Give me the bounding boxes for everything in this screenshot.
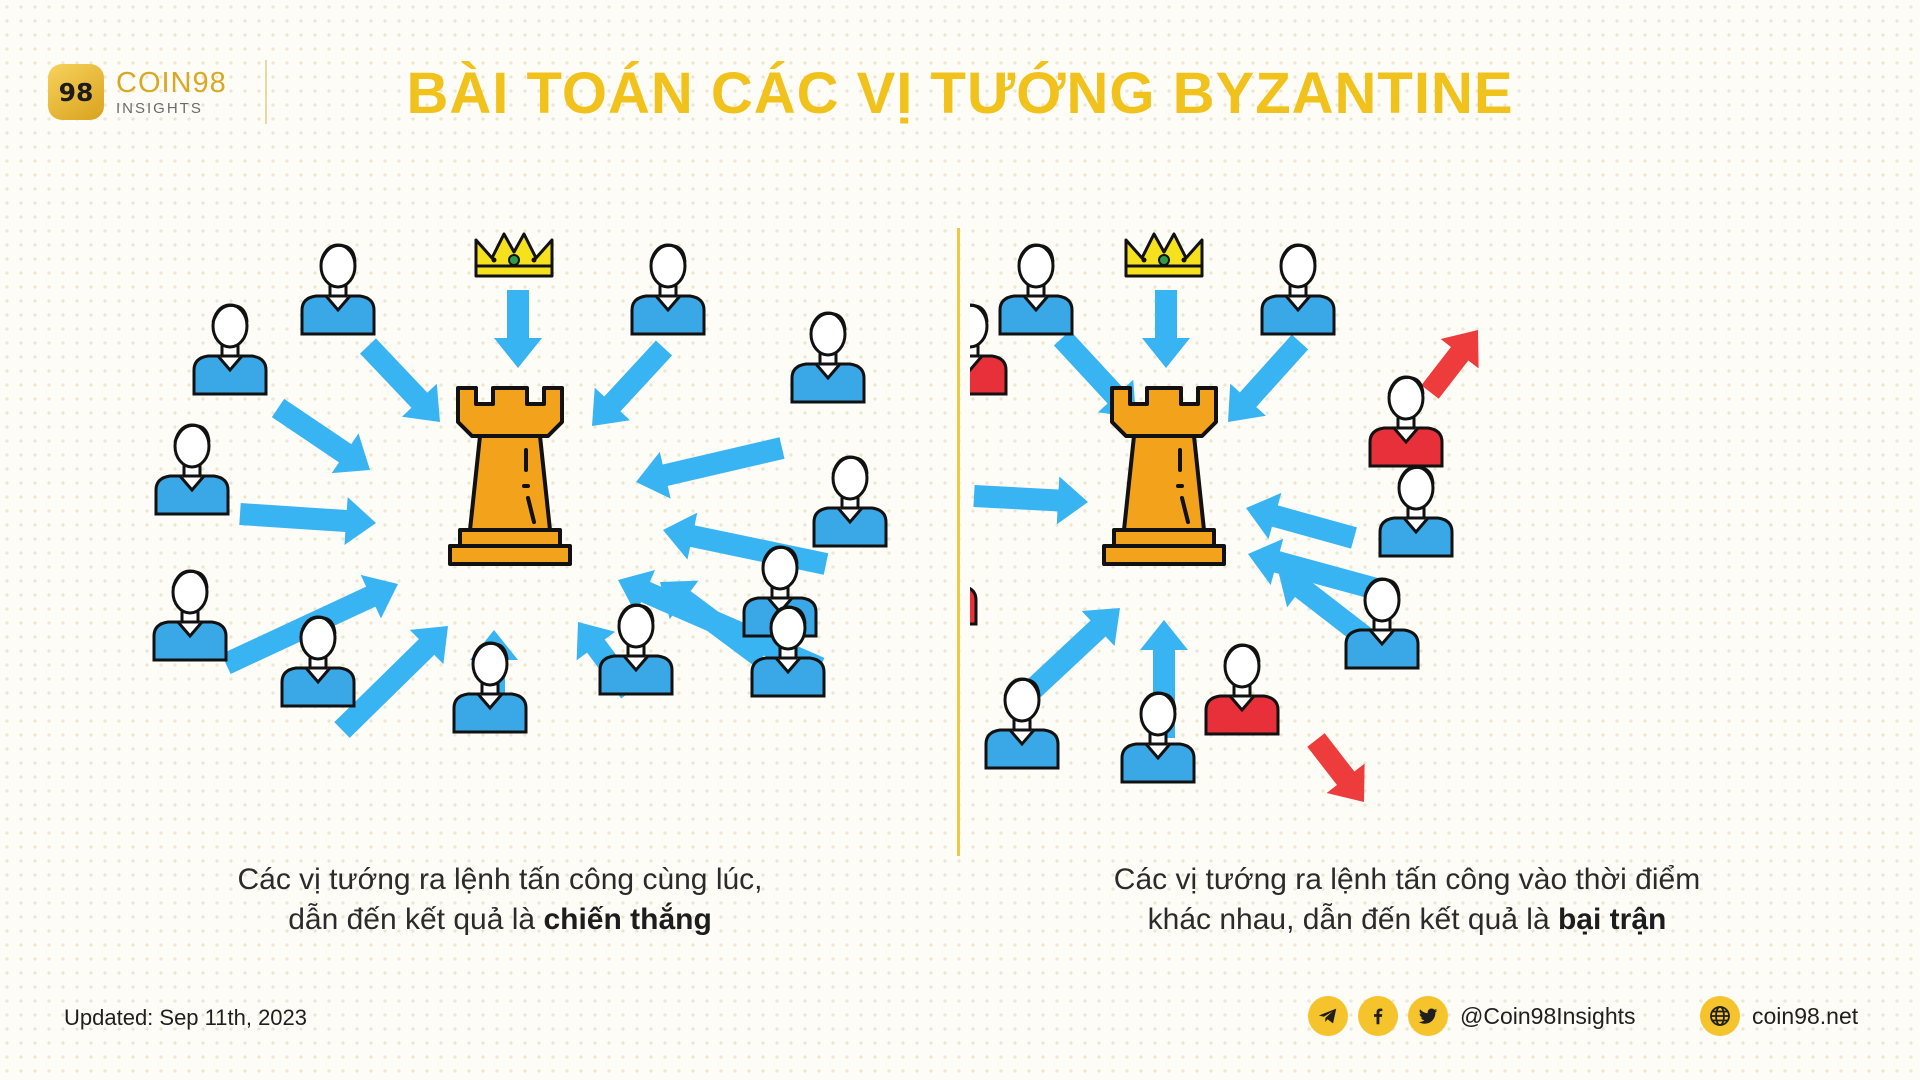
telegram-icon[interactable] <box>1308 996 1348 1036</box>
retreat-arrow <box>1421 329 1479 399</box>
twitter-icon[interactable] <box>1408 996 1448 1036</box>
crown-icon <box>474 232 554 278</box>
coordinated-attack-diagram <box>8 218 950 838</box>
loyal-general-icon <box>790 311 866 404</box>
retreat-arrow <box>1307 733 1365 803</box>
castle-rook-icon <box>1102 386 1226 566</box>
traitor-general-icon <box>970 586 978 626</box>
globe-icon <box>1700 996 1740 1036</box>
attack-arrow <box>1020 608 1120 703</box>
attack-arrow <box>663 512 829 575</box>
castle-rook-icon <box>448 386 572 566</box>
loyal-general-icon <box>192 303 268 396</box>
loyal-general-icon <box>1344 577 1420 670</box>
social-links: @Coin98Insights <box>1308 996 1636 1036</box>
attack-arrow <box>1277 569 1373 647</box>
attack-arrow <box>334 626 448 738</box>
loyal-general-icon <box>452 641 528 734</box>
website-url: coin98.net <box>1752 1002 1859 1029</box>
coin98-logo[interactable]: 98 COIN98 INSIGHTS <box>48 64 227 120</box>
loyal-general-icon <box>1260 243 1336 336</box>
attack-arrow <box>360 338 440 422</box>
attack-arrow <box>239 497 376 545</box>
panel-divider <box>957 228 960 856</box>
loyal-general-icon <box>154 423 230 516</box>
coin98-badge-icon: 98 <box>48 64 104 120</box>
attack-arrow <box>973 476 1089 525</box>
loyal-general-icon <box>1378 465 1454 558</box>
right-caption-line2: khác nhau, dẫn đến kết quả là <box>1147 903 1558 936</box>
loyal-general-icon <box>812 455 888 548</box>
left-caption-line2: dẫn đến kết quả là <box>288 903 544 936</box>
attack-arrow <box>659 580 769 667</box>
facebook-icon[interactable] <box>1358 996 1398 1036</box>
logo-subtitle: INSIGHTS <box>116 99 203 117</box>
left-caption-result: chiến thắng <box>543 903 712 936</box>
attack-arrow <box>635 437 785 499</box>
traitor-general-icon <box>1204 643 1280 736</box>
attack-arrow <box>271 398 370 474</box>
social-handle[interactable]: @Coin98Insights <box>1460 1002 1636 1029</box>
crown-icon <box>1124 232 1204 278</box>
page-title: BÀI TOÁN CÁC VỊ TƯỚNG BYZANTINE <box>406 61 1514 126</box>
attack-arrow <box>1227 334 1309 423</box>
updated-date: Updated: Sep 11th, 2023 <box>64 1005 308 1030</box>
uncoordinated-attack-diagram <box>970 218 1912 838</box>
loyal-general-icon <box>1120 691 1196 784</box>
traitor-general-icon <box>1368 375 1444 468</box>
right-caption-line1: Các vị tướng ra lệnh tấn công vào thời đ… <box>1113 863 1701 896</box>
loyal-general-icon <box>984 677 1060 770</box>
right-caption: Các vị tướng ra lệnh tấn công vào thời đ… <box>977 860 1837 940</box>
loyal-general-icon <box>598 603 674 696</box>
loyal-general-icon <box>152 569 228 662</box>
attack-arrow <box>591 340 673 427</box>
header-divider <box>265 60 267 124</box>
attack-arrow <box>494 290 542 368</box>
attack-arrow <box>1140 620 1188 738</box>
attack-arrow <box>1142 290 1190 368</box>
loyal-general-icon <box>630 243 706 336</box>
loyal-general-icon <box>300 243 376 336</box>
loyal-general-icon <box>750 605 826 698</box>
loyal-general-icon <box>280 615 356 708</box>
traitor-general-icon <box>970 303 1008 396</box>
website-link[interactable]: coin98.net <box>1700 996 1858 1036</box>
right-caption-result: bại trận <box>1557 903 1667 936</box>
logo-name: COIN98 <box>116 66 227 99</box>
attack-arrow <box>1246 492 1357 549</box>
left-caption: Các vị tướng ra lệnh tấn công cùng lúc, … <box>70 860 930 940</box>
loyal-general-icon <box>998 243 1074 336</box>
left-caption-line1: Các vị tướng ra lệnh tấn công cùng lúc, <box>237 863 763 896</box>
